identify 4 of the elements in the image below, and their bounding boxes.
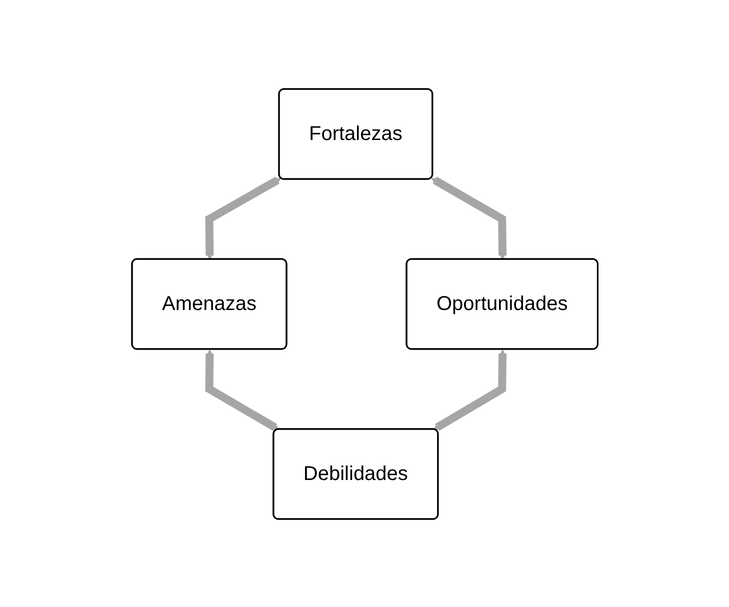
arrow	[204, 176, 281, 260]
arrow	[204, 349, 279, 430]
arrow	[430, 176, 507, 260]
arrow	[432, 349, 507, 430]
